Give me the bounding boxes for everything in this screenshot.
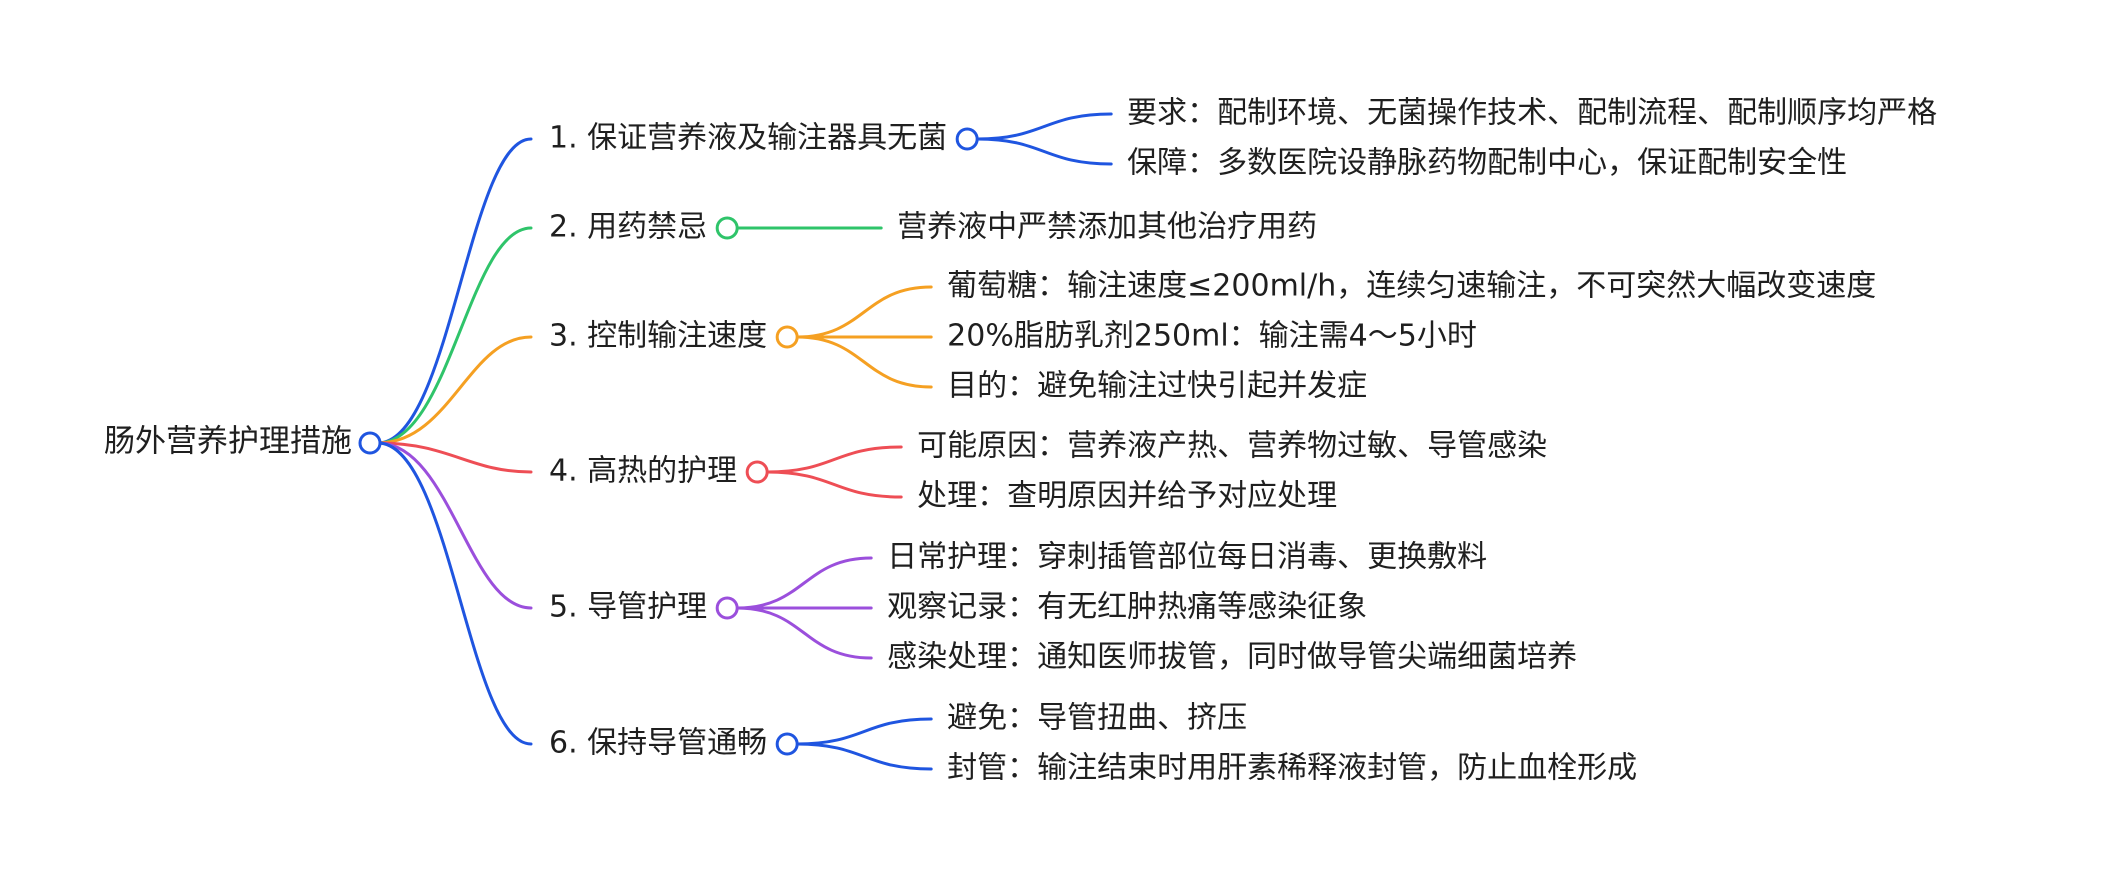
- root-node-label: 肠外营养护理措施: [104, 424, 352, 460]
- root-to-branch-edge-2: [376, 226, 533, 445]
- branch-5-child-edge-3: [735, 606, 873, 660]
- branch-label-3: 3. 控制输注速度: [549, 319, 767, 354]
- branch-2-child-1: 营养液中严禁添加其他治疗用药: [897, 210, 1317, 245]
- branch-label-6: 6. 保持导管通畅: [549, 726, 767, 761]
- mindmap-edges: [376, 112, 1113, 771]
- branch-label-2: 2. 用药禁忌: [549, 210, 707, 245]
- root-to-branch-edge-5: [376, 441, 533, 610]
- branch-3-child-edge-3: [795, 335, 933, 389]
- branch-5-child-3: 感染处理：通知医师拔管，同时做导管尖端细菌培养: [887, 640, 1577, 675]
- branch-label-1: 1. 保证营养液及输注器具无菌: [549, 121, 947, 156]
- branch-4-child-edge-1: [765, 445, 903, 474]
- branch-6-child-1: 避免：导管扭曲、挤压: [947, 701, 1247, 736]
- branch-1-child-2: 保障：多数医院设静脉药物配制中心，保证配制安全性: [1127, 146, 1847, 181]
- mindmap-nodes: 肠外营养护理措施 1. 保证营养液及输注器具无菌 要求：配制环境、无菌操作技术、配…: [104, 96, 1937, 786]
- branch-4-child-2: 处理：查明原因并给予对应处理: [917, 479, 1337, 514]
- branch-4-child-1: 可能原因：营养液产热、营养物过敏、导管感染: [917, 429, 1547, 464]
- branch-toggle-4[interactable]: [745, 460, 769, 484]
- branch-3-child-1: 葡萄糖：输注速度≤200ml/h，连续匀速输注，不可突然大幅改变速度: [947, 269, 1876, 304]
- root-to-branch-edge-3: [376, 335, 533, 445]
- branch-3-child-3: 目的：避免输注过快引起并发症: [947, 369, 1367, 404]
- branch-5-child-edge-1: [735, 556, 873, 610]
- branch-toggle-2[interactable]: [715, 216, 739, 240]
- root-to-branch-edge-6: [376, 441, 533, 746]
- branch-label-4: 4. 高热的护理: [549, 454, 737, 489]
- branch-6-child-2: 封管：输注结束时用肝素稀释液封管，防止血栓形成: [947, 751, 1637, 786]
- branch-6-child-edge-2: [795, 742, 933, 771]
- branch-4-child-edge-2: [765, 470, 903, 499]
- branch-5-child-2: 观察记录：有无红肿热痛等感染征象: [887, 590, 1367, 625]
- root-to-branch-edge-4: [376, 441, 533, 474]
- root-to-branch-edge-1: [376, 137, 533, 445]
- branch-toggle-1[interactable]: [955, 127, 979, 151]
- branch-toggle-5[interactable]: [715, 596, 739, 620]
- branch-6-child-edge-1: [795, 717, 933, 746]
- branch-3-child-2: 20%脂肪乳剂250ml：输注需4～5小时: [947, 319, 1477, 354]
- branch-1-child-1: 要求：配制环境、无菌操作技术、配制流程、配制顺序均严格: [1127, 96, 1937, 131]
- branch-label-5: 5. 导管护理: [549, 590, 707, 625]
- branch-3-child-edge-1: [795, 285, 933, 339]
- branch-1-child-edge-1: [975, 112, 1113, 141]
- branch-1-child-edge-2: [975, 137, 1113, 166]
- branch-toggle-6[interactable]: [775, 732, 799, 756]
- branch-5-child-1: 日常护理：穿刺插管部位每日消毒、更换敷料: [887, 540, 1487, 575]
- root-node-circle[interactable]: [358, 431, 382, 455]
- branch-toggle-3[interactable]: [775, 325, 799, 349]
